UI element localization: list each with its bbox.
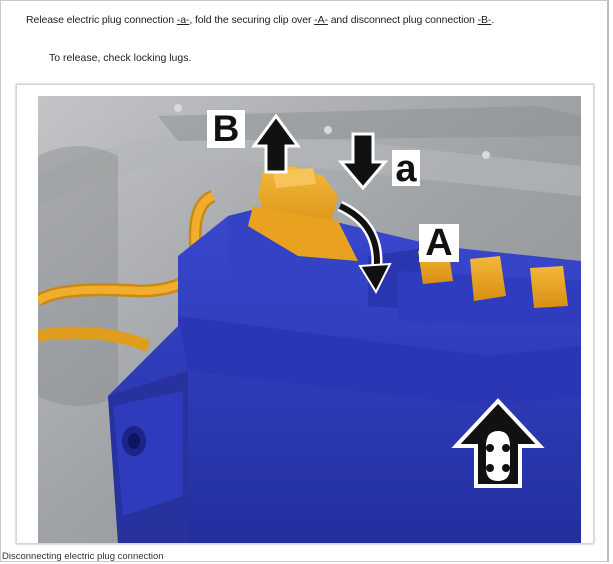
instruction-part: . — [491, 14, 494, 26]
instruction-part: Release electric plug connection — [26, 14, 177, 26]
ref-link-a[interactable]: -a- — [177, 14, 190, 26]
figure-caption: Disconnecting electric plug connection — [2, 551, 164, 562]
callout-A: A — [419, 224, 459, 262]
plug-connection-illustration — [38, 96, 581, 543]
instruction-part: and disconnect plug connection — [328, 14, 478, 26]
note-text: To release, check locking lugs. — [49, 52, 191, 64]
callout-a: a — [392, 150, 420, 186]
instruction-text: Release electric plug connection -a-, fo… — [26, 14, 494, 26]
ref-link-B[interactable]: -B- — [478, 14, 492, 26]
callout-B: B — [207, 110, 245, 148]
ref-link-A[interactable]: -A- — [314, 14, 328, 26]
instruction-part: , fold the securing clip over — [189, 14, 314, 26]
